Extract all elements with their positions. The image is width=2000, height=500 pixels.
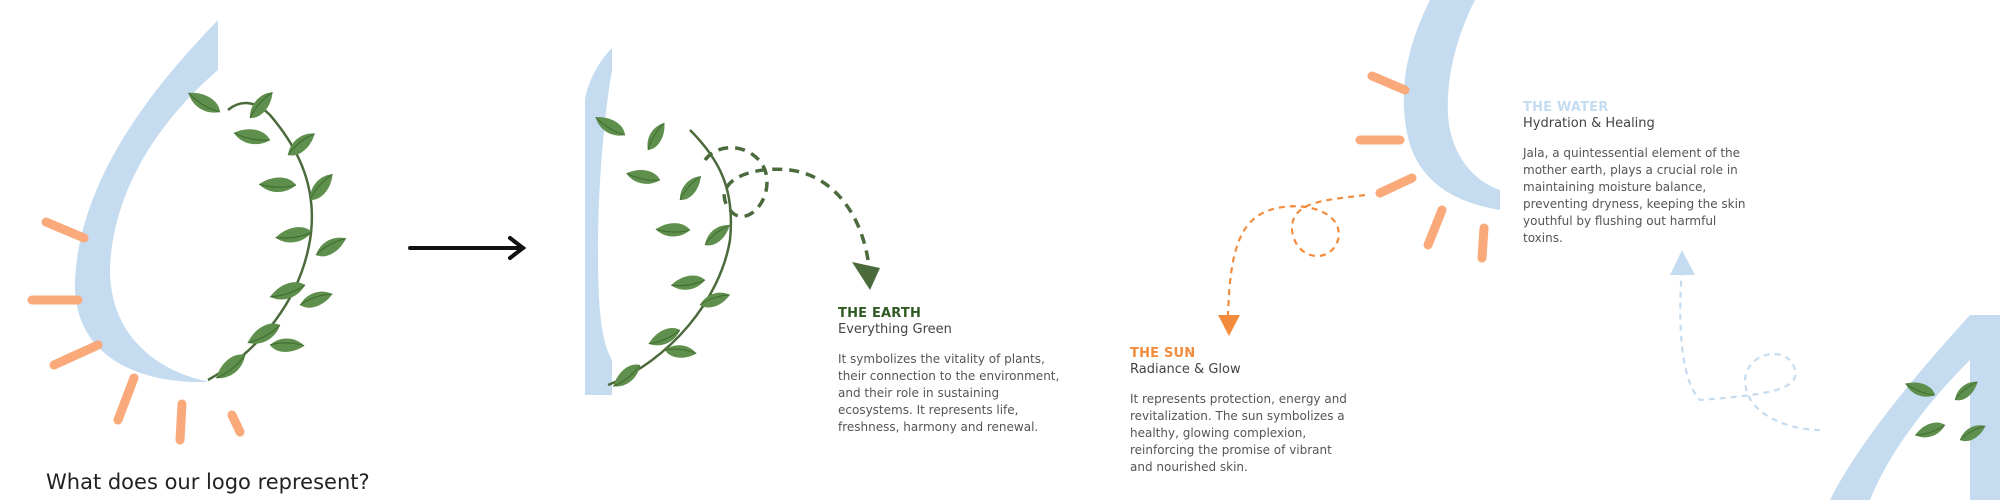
leaf-branch bbox=[184, 84, 350, 383]
water-dashed-arrow bbox=[1679, 267, 1821, 432]
earth-dashed-arrow bbox=[703, 145, 870, 261]
sun-rays bbox=[27, 217, 245, 445]
water-subtitle: Hydration & Healing bbox=[1523, 116, 1655, 131]
earth-title: THE EARTH bbox=[838, 306, 922, 321]
earth-subtitle: Everything Green bbox=[838, 322, 952, 337]
water-logo-partial bbox=[1670, 250, 2000, 500]
sun-body: It represents protection, energy and rev… bbox=[1130, 392, 1347, 474]
sun-dashed-arrow bbox=[1226, 193, 1366, 316]
sun-title: THE SUN bbox=[1130, 346, 1196, 361]
earth-body: It symbolizes the vitality of plants, th… bbox=[838, 352, 1060, 434]
sun-arrowhead bbox=[1218, 315, 1240, 336]
earth-section: THE EARTH Everything Green It symbolizes… bbox=[838, 306, 1098, 436]
earth-logo-partial bbox=[585, 48, 880, 395]
page-question: What does our logo represent? bbox=[46, 470, 370, 494]
earth-arrowhead bbox=[852, 262, 880, 290]
water-section: THE WATER Hydration & Healing Jala, a qu… bbox=[1523, 100, 1783, 247]
sun-logo-partial bbox=[1218, 0, 1500, 336]
water-title: THE WATER bbox=[1523, 100, 1609, 115]
sun-section: THE SUN Radiance & Glow It represents pr… bbox=[1130, 346, 1380, 476]
water-body: Jala, a quintessential element of the mo… bbox=[1523, 146, 1746, 245]
water-arrowhead bbox=[1670, 250, 1695, 275]
logo-full bbox=[27, 20, 350, 445]
sun-subtitle: Radiance & Glow bbox=[1130, 362, 1241, 377]
water-drop-shape bbox=[74, 20, 218, 383]
right-arrow-icon bbox=[408, 236, 527, 260]
earth-leaf-branch bbox=[592, 109, 735, 391]
